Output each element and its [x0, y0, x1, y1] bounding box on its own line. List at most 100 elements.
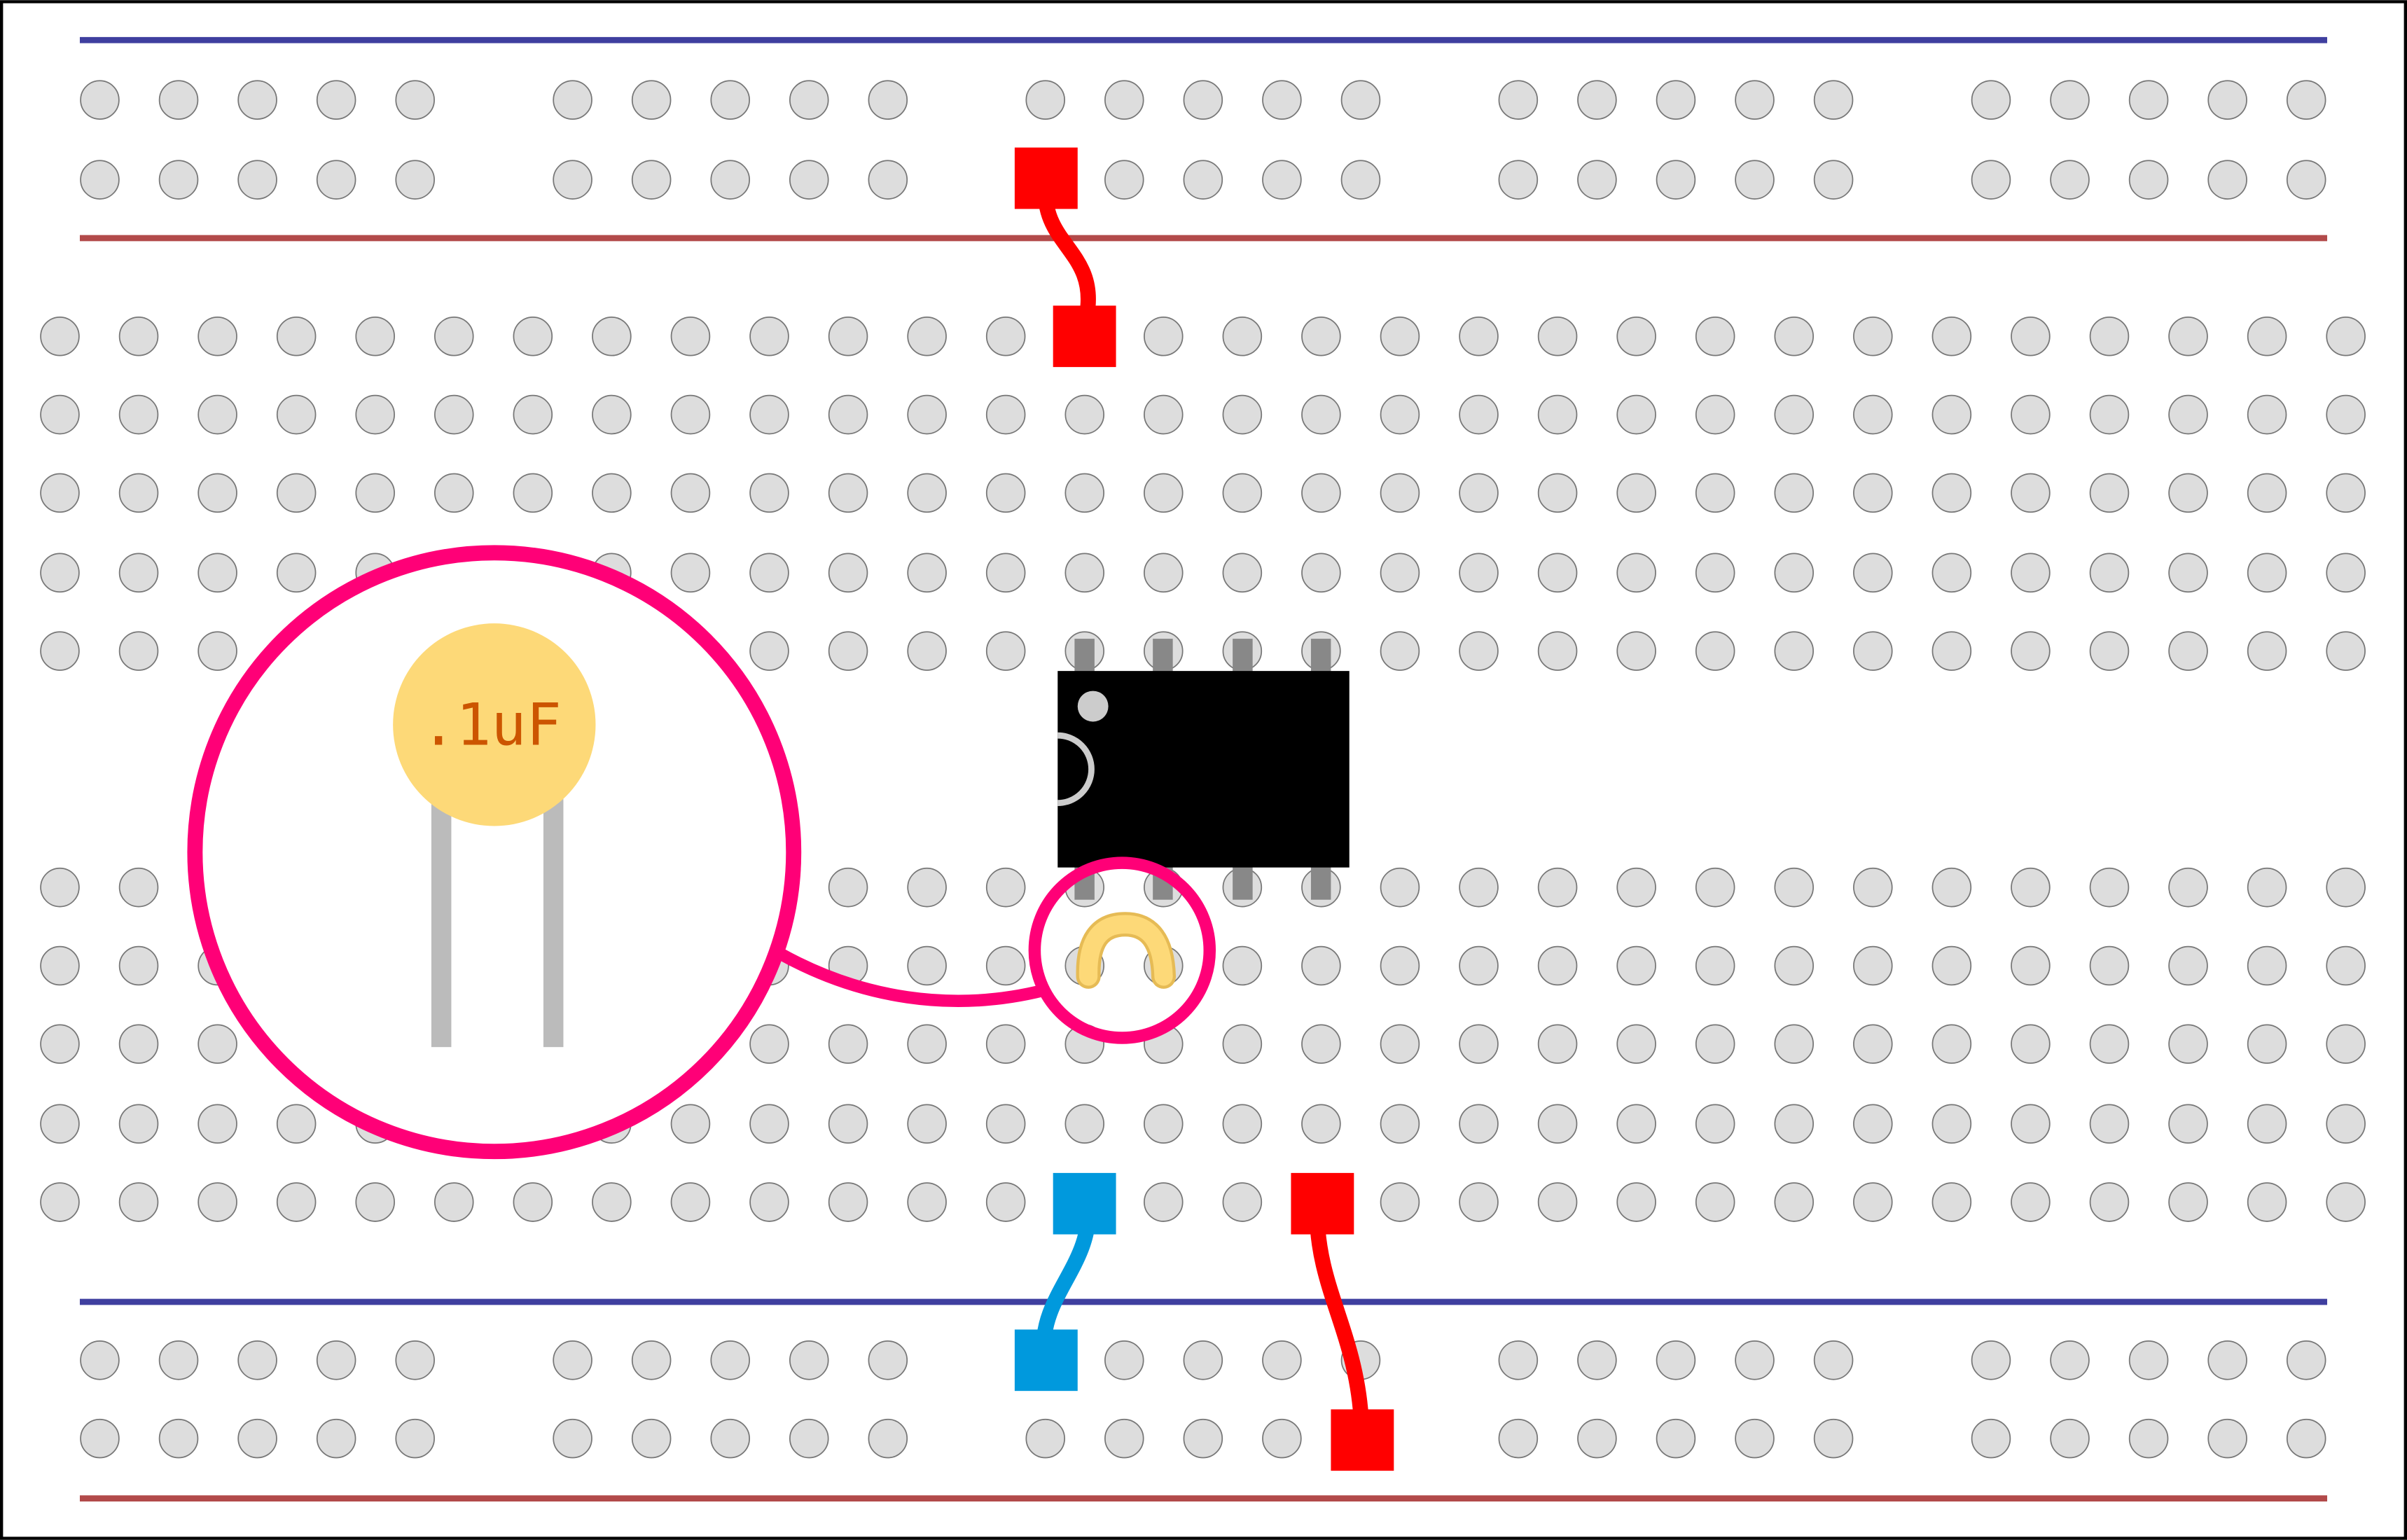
breadboard-hole: [1577, 1340, 1617, 1380]
breadboard-hole: [868, 1418, 908, 1459]
breadboard-hole: [1104, 1418, 1144, 1459]
breadboard-hole: [828, 473, 868, 513]
breadboard-hole: [1735, 1340, 1775, 1380]
breadboard-hole: [749, 553, 789, 593]
breadboard-hole: [2207, 160, 2247, 200]
breadboard-hole: [1813, 1340, 1854, 1380]
chip-pin-top-3: [1233, 639, 1253, 673]
breadboard-hole: [1774, 553, 1815, 593]
breadboard-hole: [670, 394, 711, 435]
breadboard-hole: [40, 1104, 80, 1144]
breadboard-hole: [237, 80, 277, 120]
breadboard-hole: [1064, 553, 1105, 593]
breadboard-hole: [2011, 1024, 2051, 1064]
breadboard-hole: [1616, 316, 1656, 356]
breadboard-hole: [2326, 1024, 2366, 1064]
breadboard-hole: [2089, 1104, 2130, 1144]
breadboard-hole: [2168, 945, 2208, 986]
breadboard-hole: [2011, 394, 2051, 435]
breadboard-hole: [2089, 1024, 2130, 1064]
breadboard-hole: [2247, 1024, 2287, 1064]
breadboard-hole: [1695, 631, 1735, 671]
breadboard-hole: [1616, 1182, 1656, 1222]
breadboard-hole: [1853, 316, 1893, 356]
wire-end: [1014, 1329, 1078, 1392]
breadboard-hole: [985, 1182, 1026, 1222]
breadboard-hole: [1656, 1340, 1696, 1380]
breadboard-hole: [1459, 394, 1499, 435]
breadboard-hole: [158, 1418, 199, 1459]
breadboard-hole: [1183, 160, 1223, 200]
breadboard-hole: [670, 473, 711, 513]
breadboard-hole: [118, 553, 159, 593]
wire-end: [1053, 1172, 1116, 1235]
breadboard-hole: [513, 394, 553, 435]
breadboard-hole: [316, 1340, 356, 1380]
breadboard-hole: [789, 160, 829, 200]
breadboard-hole: [2168, 394, 2208, 435]
breadboard-hole: [631, 1418, 672, 1459]
breadboard-hole: [1656, 1418, 1696, 1459]
breadboard-hole: [1774, 1104, 1815, 1144]
breadboard-hole: [355, 316, 395, 356]
chip-pin-top-4: [1310, 639, 1331, 673]
breadboard-hole: [1971, 160, 2011, 200]
breadboard-hole: [1498, 160, 1539, 200]
breadboard-hole: [1537, 1182, 1578, 1222]
breadboard-hole: [1695, 394, 1735, 435]
breadboard-hole: [1064, 473, 1105, 513]
breadboard-hole: [2050, 1418, 2090, 1459]
breadboard-hole: [2011, 473, 2051, 513]
breadboard-hole: [828, 1182, 868, 1222]
breadboard-hole: [1853, 553, 1893, 593]
breadboard-hole: [118, 1024, 159, 1064]
jumper-wire-top-power: [1014, 147, 1116, 368]
capacitor-lead-left: [431, 798, 452, 1048]
breadboard-hole: [553, 80, 592, 120]
breadboard-hole: [631, 1340, 672, 1380]
breadboard-hole: [828, 1024, 868, 1064]
breadboard-hole: [1025, 1418, 1066, 1459]
breadboard-hole: [749, 316, 789, 356]
breadboard-hole: [395, 1340, 435, 1380]
breadboard-hole: [2168, 553, 2208, 593]
breadboard-hole: [1380, 631, 1420, 671]
breadboard-hole: [2247, 316, 2287, 356]
breadboard-hole: [80, 80, 120, 120]
breadboard-hole: [828, 316, 868, 356]
breadboard-hole: [1537, 1104, 1578, 1144]
breadboard-hole: [197, 1024, 237, 1064]
breadboard-hole: [158, 1340, 199, 1380]
breadboard-hole: [710, 1340, 750, 1380]
breadboard-hole: [2326, 394, 2366, 435]
breadboard-hole: [789, 1418, 829, 1459]
breadboard-hole: [1774, 945, 1815, 986]
breadboard-hole: [197, 553, 237, 593]
breadboard-hole: [2128, 1340, 2169, 1380]
breadboard-hole: [828, 867, 868, 908]
breadboard-hole: [80, 1340, 120, 1380]
chip-pin-bottom-3: [1233, 866, 1253, 900]
breadboard-hole: [1301, 1024, 1341, 1064]
breadboard-hole: [2247, 473, 2287, 513]
breadboard-hole: [1222, 316, 1263, 356]
breadboard-hole: [237, 1340, 277, 1380]
breadboard-hole: [1262, 80, 1302, 120]
power-rail-lines: [79, 36, 2328, 1501]
breadboard-hole: [1459, 473, 1499, 513]
breadboard-hole: [2168, 1104, 2208, 1144]
breadboard-hole: [553, 160, 592, 200]
breadboard-hole: [2247, 631, 2287, 671]
breadboard-hole: [2286, 80, 2326, 120]
breadboard-hole: [2168, 631, 2208, 671]
breadboard-hole: [2247, 1104, 2287, 1144]
breadboard-hole: [907, 867, 947, 908]
breadboard-hole: [670, 316, 711, 356]
breadboard-hole: [1695, 945, 1735, 986]
breadboard-hole: [433, 394, 474, 435]
ic-chip: [1057, 639, 1350, 900]
breadboard-hole: [1813, 1418, 1854, 1459]
capacitor-lead-right: [543, 798, 564, 1048]
breadboard-hole: [1459, 1182, 1499, 1222]
